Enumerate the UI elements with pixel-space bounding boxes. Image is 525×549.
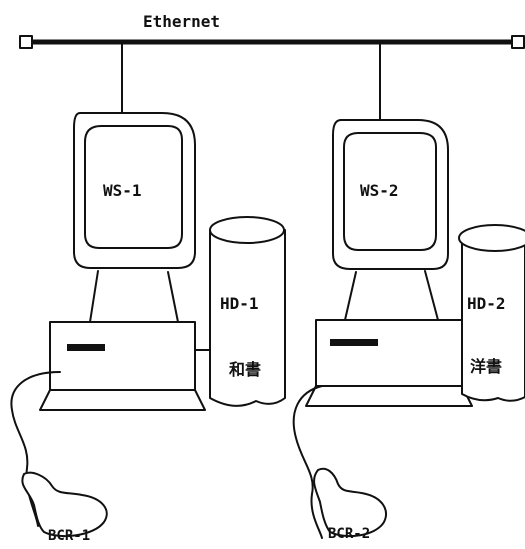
ethernet-bus: Ethernet [20, 12, 524, 48]
hd-2-label: HD-2 [467, 294, 506, 313]
ethernet-terminator-right [512, 36, 524, 48]
ws-2-drive-slot [330, 339, 378, 346]
bcr-1-reader [22, 473, 106, 536]
ws-1-drive-slot [67, 344, 105, 351]
hd-1-subtitle: 和書 [229, 360, 261, 379]
bcr-2-cord [294, 386, 322, 538]
bcr-2-label: BCR-2 [328, 526, 370, 542]
ws-2-stand [345, 271, 438, 320]
hd-2-subtitle: 洋書 [470, 357, 502, 376]
hd-1-label: HD-1 [220, 294, 259, 313]
bcr-1-label: BCR-1 [48, 528, 90, 544]
ws-2-label: WS-2 [360, 181, 399, 200]
ws-1-keyboard [40, 390, 205, 410]
ws-1-stand [90, 271, 178, 322]
ethernet-terminator-left [20, 36, 32, 48]
ws-2-cpu-unit [316, 320, 462, 386]
station-2: WS-2 HD-2 洋書 BCR-2 [294, 44, 525, 542]
ws-2-keyboard [306, 386, 472, 406]
ethernet-label: Ethernet [143, 12, 220, 31]
ws-1-cpu-unit [50, 322, 210, 390]
station-1: WS-1 HD-1 和書 BCR-1 [11, 44, 285, 544]
ws-1-label: WS-1 [103, 181, 142, 200]
